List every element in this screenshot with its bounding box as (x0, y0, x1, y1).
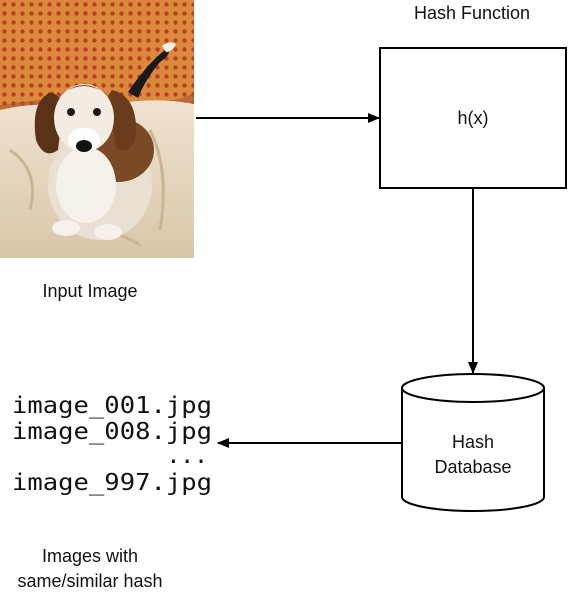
input-image-caption: Input Image (42, 281, 137, 301)
hash-function-title: Hash Function (414, 3, 530, 23)
hash-function-box (379, 47, 567, 189)
result-file-2: image_008.jpg (12, 419, 212, 445)
result-file-last: image_997.jpg (12, 470, 212, 496)
results-caption-line2: same/similar hash (17, 571, 162, 591)
result-ellipsis: ... (166, 443, 208, 469)
database-label-line1: Hash (452, 432, 494, 452)
database-label-line2: Database (434, 457, 511, 477)
result-file-1: image_001.jpg (12, 393, 212, 419)
hash-database-cylinder (401, 373, 545, 512)
input-image (0, 0, 194, 258)
results-caption-line1: Images with (42, 546, 138, 566)
hash-function-formula: h(x) (458, 108, 489, 128)
